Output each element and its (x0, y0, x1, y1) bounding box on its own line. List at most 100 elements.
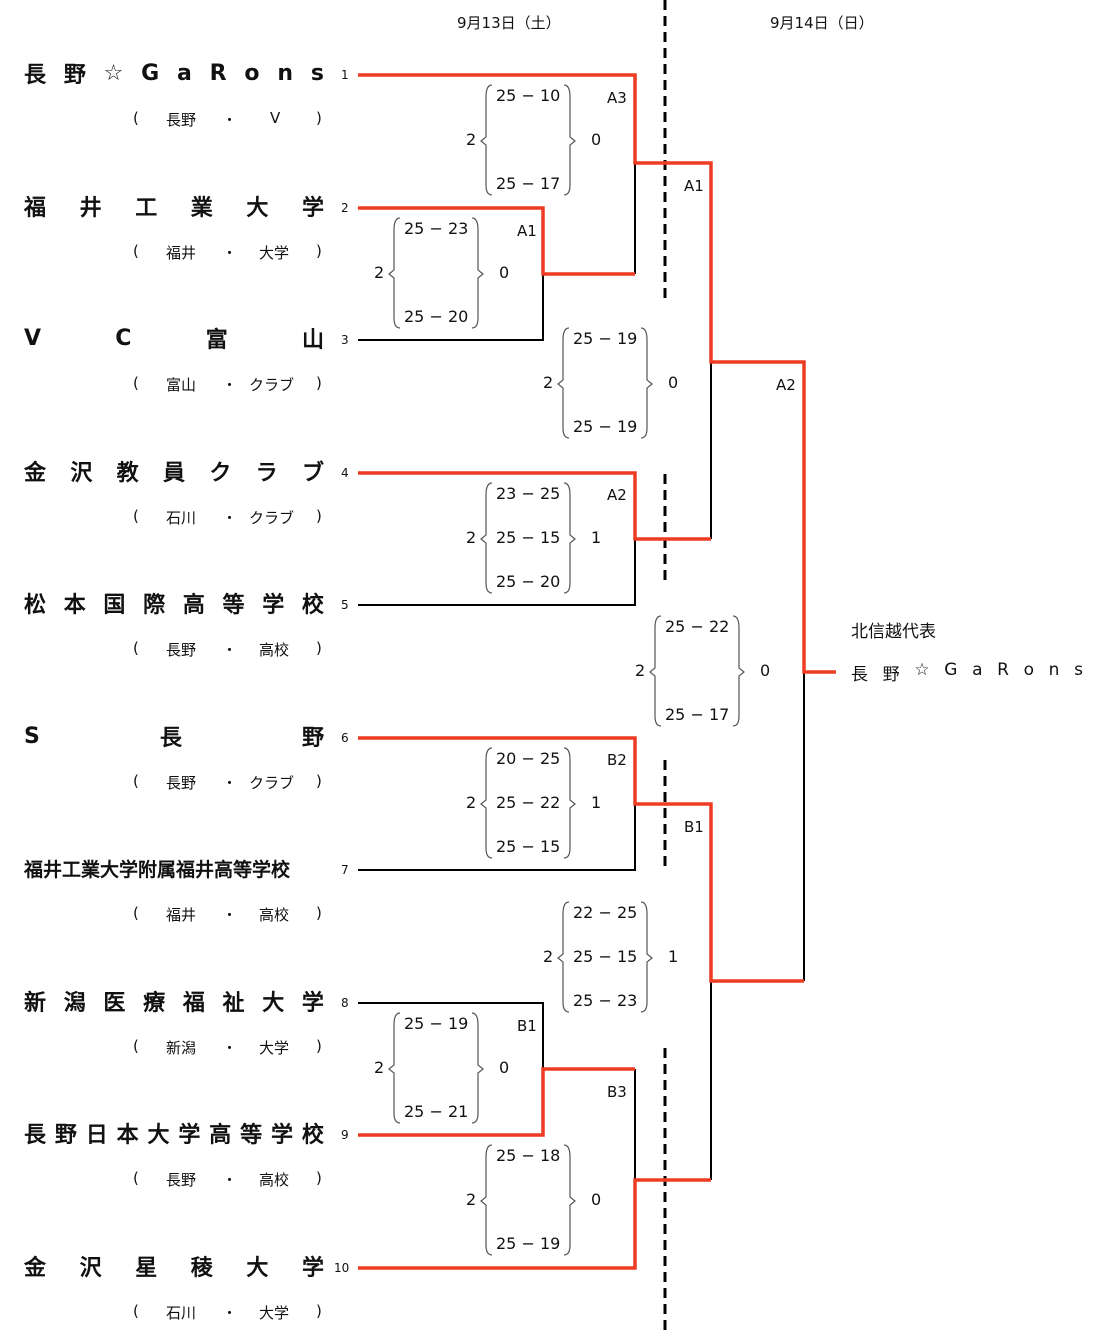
affiliation-open: ( (133, 1169, 139, 1187)
affiliation-cat: 高校 (259, 1171, 290, 1189)
team-name-char: 大 (246, 196, 269, 221)
sets-won-right: 1 (668, 947, 679, 966)
team-seed: 3 (341, 333, 349, 347)
team-name-char: 医 (103, 991, 126, 1016)
affiliation-open: ( (133, 109, 139, 127)
team-affiliation: (石川・クラブ) (130, 507, 326, 527)
team-name: 松本国際高等学校 (24, 589, 324, 618)
representative-team-char: 野 (882, 665, 900, 685)
brace-right (471, 217, 484, 329)
set-score: 25 − 22 (496, 793, 561, 812)
affiliation-close: ) (316, 242, 322, 260)
team-name-char: 高 (182, 593, 205, 618)
brace-left (480, 1144, 493, 1256)
team-seed: 6 (341, 731, 349, 745)
sets-won-left: 2 (466, 1190, 477, 1209)
affiliation-open: ( (133, 772, 139, 790)
team-name: 福井工業大学附属福井高等学校 (24, 854, 324, 882)
affiliation-close: ) (316, 374, 322, 392)
set-score: 23 − 25 (496, 484, 561, 503)
affiliation-open: ( (133, 1302, 139, 1320)
team-name-char: V (24, 325, 42, 351)
set-score: 25 − 17 (496, 174, 561, 193)
set-score: 25 − 18 (496, 1146, 561, 1165)
representative-team-char: 長 (851, 665, 868, 685)
team-name-char: 野 (63, 63, 86, 88)
affiliation-pref: 石川 (166, 1304, 197, 1322)
sets-won-right: 0 (591, 1190, 602, 1209)
affiliation-open: ( (133, 639, 139, 657)
team-name-char: 潟 (63, 991, 86, 1016)
team-name-char: 新 (24, 991, 47, 1016)
sets-won-right: 0 (668, 373, 679, 392)
affiliation-close: ) (316, 1302, 322, 1320)
affiliation-dot: ・ (222, 376, 238, 394)
team-name-char: 本 (116, 1123, 139, 1148)
team-name-char: 野 (301, 726, 324, 751)
team-name-char: C (115, 325, 132, 351)
affiliation-cat: クラブ (249, 509, 295, 527)
team-seed: 1 (341, 68, 349, 82)
affiliation-cat: 高校 (259, 906, 290, 924)
set-score: 25 − 23 (573, 991, 638, 1010)
court-label: A2 (607, 486, 627, 504)
affiliation-pref: 福井 (166, 244, 197, 262)
team-name-char: 稜 (190, 1256, 213, 1281)
team-name-char: S (24, 723, 40, 749)
affiliation-cat: クラブ (249, 376, 295, 394)
team-name-char: 校 (301, 593, 324, 618)
representative-label: 北信越代表 (851, 622, 936, 642)
team-affiliation: (石川・大学) (130, 1302, 326, 1322)
affiliation-dot: ・ (222, 1039, 238, 1057)
team-name-char: 沢 (70, 461, 93, 486)
date-day1: 9月13日（土） (457, 14, 561, 32)
set-score: 25 − 15 (496, 528, 561, 547)
team-name-char: 学 (262, 593, 285, 618)
sets-won-left: 2 (374, 263, 385, 282)
team-affiliation: (長野・クラブ) (130, 772, 326, 792)
affiliation-close: ) (316, 109, 322, 127)
sets-won-left: 2 (543, 947, 554, 966)
court-label: A1 (684, 177, 704, 195)
set-score: 25 − 10 (496, 86, 561, 105)
representative-team-char: a (972, 660, 983, 680)
representative-team-char: o (1023, 660, 1035, 680)
team-name-char: 大 (246, 1256, 269, 1281)
team-affiliation: (富山・クラブ) (130, 374, 326, 394)
affiliation-cat: 大学 (259, 244, 290, 262)
team-name-char: n (277, 60, 294, 86)
team-name-char: ☆ (103, 60, 124, 86)
sets-won-left: 2 (635, 661, 646, 680)
team-name-char: 国 (103, 593, 126, 618)
win-line-team-1 (358, 73, 836, 674)
affiliation-dot: ・ (222, 906, 238, 924)
winner-lines (358, 73, 836, 1270)
set-score: 22 − 25 (573, 903, 638, 922)
team-name-char: s (310, 60, 324, 86)
team-seed: 10 (334, 1261, 350, 1275)
affiliation-cat: V (270, 109, 281, 127)
team-name-char: a (177, 60, 192, 86)
sets-won-left: 2 (466, 793, 477, 812)
date-day2: 9月14日（日） (770, 14, 874, 32)
team-name-char: 野 (54, 1123, 77, 1148)
sets-won-left: 2 (543, 373, 554, 392)
brace-left (480, 747, 493, 859)
representative-team-char: ☆ (914, 660, 930, 680)
affiliation-dot: ・ (222, 1171, 238, 1189)
court-label: A3 (607, 89, 627, 107)
score-braces (388, 84, 745, 1256)
affiliation-open: ( (133, 1037, 139, 1055)
set-score: 25 − 19 (573, 417, 638, 436)
affiliation-cat: 大学 (259, 1039, 290, 1057)
team-name: 長野日本大学高等学校 (24, 1119, 324, 1148)
affiliation-cat: 高校 (259, 641, 290, 659)
affiliation-dot: ・ (222, 641, 238, 659)
team-name-char: ク (209, 461, 232, 486)
win-line-team-2 (358, 206, 635, 276)
set-score: 25 − 20 (404, 307, 469, 326)
affiliation-close: ) (316, 639, 322, 657)
court-label: B2 (607, 751, 627, 769)
team-name-char: 際 (143, 593, 166, 618)
